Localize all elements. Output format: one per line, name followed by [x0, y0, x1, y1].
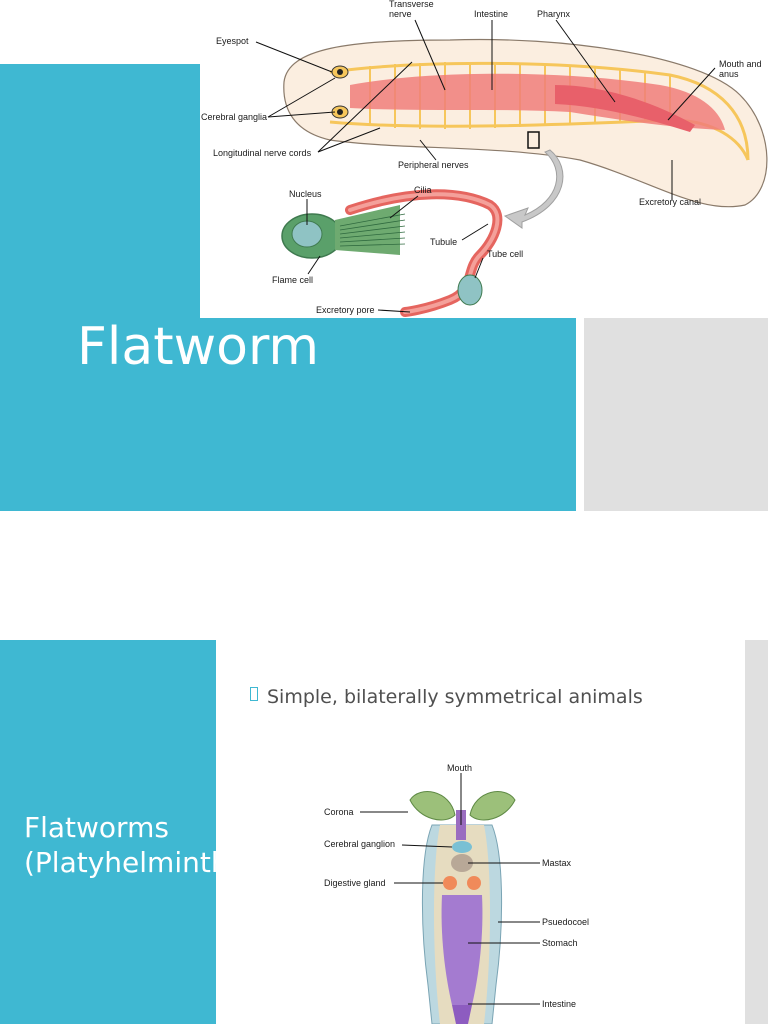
label-flame-cell: Flame cell [272, 275, 313, 285]
label-cilia: Cilia [414, 185, 432, 195]
label-cerebral-ganglion: Cerebral ganglion [324, 839, 395, 849]
section-sidebar [0, 640, 216, 1024]
label-tube-cell: Tube cell [487, 249, 523, 259]
label-mastax: Mastax [542, 858, 572, 868]
rotifer-anatomy-diagram: Mouth Corona Cerebral ganglion Mastax Di… [324, 763, 589, 1024]
section-title: Flatworms (Platyhelminthes) [24, 811, 272, 879]
label-mouth-anus-1: Mouth and [719, 59, 762, 69]
label-eyespot: Eyespot [216, 36, 249, 46]
label-transverse-nerve-2: nerve [389, 9, 412, 19]
label-digestive-gland: Digestive gland [324, 878, 386, 888]
title-side-panel [584, 318, 768, 511]
accent-block [0, 64, 200, 318]
slide-title: Flatworm [77, 317, 320, 377]
title-banner [0, 318, 576, 511]
label-mouth: Mouth [447, 763, 472, 773]
label-peripheral-nerves: Peripheral nerves [398, 160, 469, 170]
bullet-item: Simple, bilaterally symmetrical animals [250, 686, 643, 708]
label-tubule: Tubule [430, 237, 457, 247]
label-cerebral-ganglia: Cerebral ganglia [201, 112, 267, 122]
label-intestine-rotifer: Intestine [542, 999, 576, 1009]
label-corona: Corona [324, 807, 354, 817]
label-mouth-anus-2: anus [719, 69, 739, 79]
label-excretory-canal: Excretory canal [639, 197, 701, 207]
bullet-icon [250, 687, 258, 701]
label-longitudinal-nerve-cords: Longitudinal nerve cords [213, 148, 312, 158]
bullet-text: Simple, bilaterally symmetrical animals [267, 686, 643, 708]
label-nucleus: Nucleus [289, 189, 322, 199]
label-stomach: Stomach [542, 938, 578, 948]
label-psuedocoel: Psuedocoel [542, 917, 589, 927]
label-intestine: Intestine [474, 9, 508, 19]
label-transverse-nerve-1: Transverse [389, 0, 434, 9]
right-edge-panel [745, 640, 768, 1024]
flatworm-anatomy-diagram: Transverse nerve Intestine Pharynx Eyesp… [200, 0, 768, 318]
label-pharynx: Pharynx [537, 9, 571, 19]
label-excretory-pore: Excretory pore [316, 305, 375, 315]
